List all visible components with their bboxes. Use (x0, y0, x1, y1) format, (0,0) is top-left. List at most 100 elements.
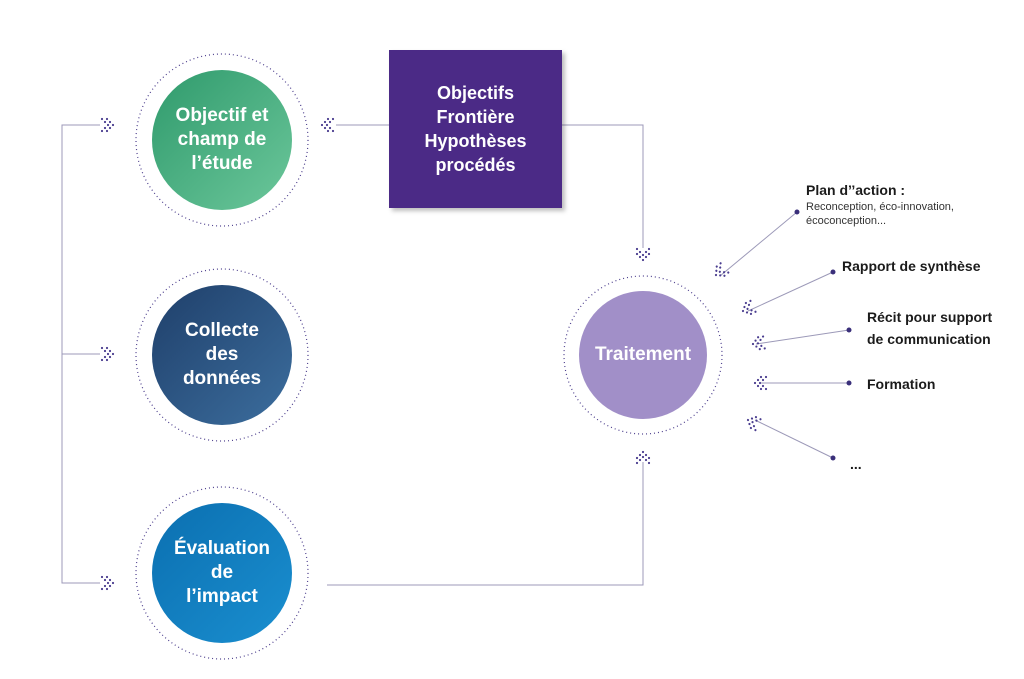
chevron-output-rapport-icon (741, 299, 757, 316)
collecte-ring (135, 268, 309, 442)
chevron-box-to-objectif-dot (326, 129, 330, 133)
chevron-output-formation-dot (756, 378, 760, 382)
chevron-into-objectif-dot (100, 129, 104, 133)
chevron-output-etc-dot (751, 421, 754, 424)
traitement-circle (579, 291, 707, 419)
chevron-output-rapport-dot (743, 305, 746, 309)
chevron-into-collecte-dot (108, 355, 112, 359)
chevron-into-collecte-dot (103, 349, 107, 353)
output-line-plan (719, 211, 798, 277)
chevron-output-formation-dot (758, 381, 762, 385)
chevron-output-rapport-dot (749, 312, 753, 316)
chevron-output-recit-dot (757, 336, 760, 339)
chevron-into-traitement-bottom-dot (635, 461, 639, 465)
chevron-arrows (100, 117, 768, 591)
chevron-into-objectif-dot (108, 120, 112, 124)
objectives-box (389, 50, 562, 208)
chevron-box-to-objectif-dot (325, 123, 329, 127)
chevron-into-evaluation-dot (108, 578, 112, 582)
chevron-into-traitement-top-icon (635, 247, 651, 262)
chevron-into-collecte-dot (108, 349, 112, 353)
dotted-rings (135, 53, 723, 660)
output-recit-label: Récit pour support de communication (867, 308, 992, 348)
chevron-output-plan-dot (719, 266, 722, 269)
chevron-output-formation-dot (759, 387, 763, 391)
chevron-into-traitement-bottom-icon (635, 450, 651, 465)
chevron-into-traitement-bottom-dot (647, 461, 651, 465)
chevron-output-formation-dot (753, 381, 757, 385)
chevron-box-to-objectif-dot (323, 120, 327, 124)
chevron-output-etc-dot (749, 426, 753, 430)
chevron-output-rapport-dot (749, 299, 752, 303)
traitement-ring (563, 275, 723, 435)
chevron-box-to-objectif-dot (320, 123, 324, 127)
output-formation-label: Formation (867, 376, 936, 392)
chevron-into-evaluation-dot (100, 575, 104, 579)
chevron-into-collecte-dot (100, 358, 104, 362)
chevron-into-traitement-top-dot (638, 250, 642, 254)
chevron-output-recit-dot (756, 342, 760, 345)
output-dots (794, 209, 852, 461)
chevron-output-rapport-dot (744, 301, 748, 305)
chevron-output-recit-dot (761, 335, 765, 338)
evaluation-ring (135, 486, 309, 660)
chevron-output-recit-dot (759, 338, 762, 342)
output-dot-rapport (830, 269, 836, 275)
chevron-output-formation-dot (761, 378, 765, 382)
objectif-circle (152, 70, 292, 210)
output-dot-plan (794, 209, 800, 215)
chevron-output-etc-dot (755, 419, 758, 422)
chevron-into-traitement-bottom-dot (635, 456, 639, 460)
collecte-circle (152, 285, 292, 425)
evaluation-circle (152, 503, 292, 643)
chevron-into-traitement-bottom-dot (638, 453, 642, 457)
chevron-output-rapport-dot (754, 310, 757, 313)
chevron-output-recit-dot (754, 339, 757, 342)
chevron-output-recit-dot (758, 348, 761, 351)
chevron-into-objectif-dot (105, 117, 109, 121)
output-plan-label: Plan d’’action : (806, 182, 906, 198)
output-line-recit (755, 329, 850, 345)
chevron-into-traitement-top-dot (644, 250, 648, 254)
chevron-output-rapport-dot (750, 309, 753, 312)
chevron-into-collecte-dot (105, 346, 109, 350)
chevron-output-plan-dot (727, 271, 730, 274)
chevron-into-traitement-bottom-dot (641, 450, 645, 454)
chevron-into-evaluation-dot (103, 578, 107, 582)
chevron-output-formation-dot (761, 384, 765, 388)
chevron-output-plan-dot (723, 274, 726, 277)
output-line-rapport (747, 271, 834, 312)
chevron-into-objectif-dot (108, 126, 112, 130)
chevron-output-etc-icon (746, 415, 762, 432)
chevron-into-evaluation-dot (105, 575, 109, 579)
chevron-into-traitement-top-dot (635, 252, 639, 256)
chevron-output-formation-dot (764, 387, 768, 391)
chevron-output-etc-dot (746, 418, 750, 422)
chevron-box-to-objectif-icon (320, 117, 335, 133)
chevron-output-rapport-dot (747, 303, 751, 307)
chevron-into-traitement-top-dot (641, 253, 645, 257)
output-dot-formation (846, 380, 852, 386)
chevron-into-objectif-dot (106, 123, 110, 127)
box-line-1: Objectifs (436, 83, 515, 103)
chevron-into-evaluation-icon (100, 575, 115, 591)
chevron-output-formation-icon (753, 375, 768, 391)
chevron-into-traitement-top-dot (647, 252, 651, 256)
evaluation-to-traitement-line (327, 462, 644, 586)
chevron-into-collecte-dot (105, 358, 109, 362)
chevron-into-evaluation-dot (100, 587, 104, 591)
chevron-output-recit-dot (763, 347, 766, 350)
chevron-box-to-objectif-dot (326, 117, 330, 121)
chevron-output-plan-dot (714, 273, 718, 277)
chevron-into-evaluation-dot (111, 581, 115, 585)
chevron-into-collecte-dot (100, 346, 104, 350)
chevron-output-plan-dot (719, 262, 722, 265)
chevron-output-rapport-dot (741, 309, 745, 313)
chevron-box-to-objectif-dot (331, 129, 335, 133)
chevron-into-evaluation-dot (103, 584, 107, 588)
output-plan-sub-line-1: Reconception, éco-innovation, (806, 201, 954, 213)
chevron-output-etc-dot (750, 417, 754, 420)
box-to-traitement-line (562, 124, 644, 248)
chevron-into-traitement-top-dot (635, 247, 639, 251)
chevron-into-traitement-bottom-dot (644, 458, 648, 462)
